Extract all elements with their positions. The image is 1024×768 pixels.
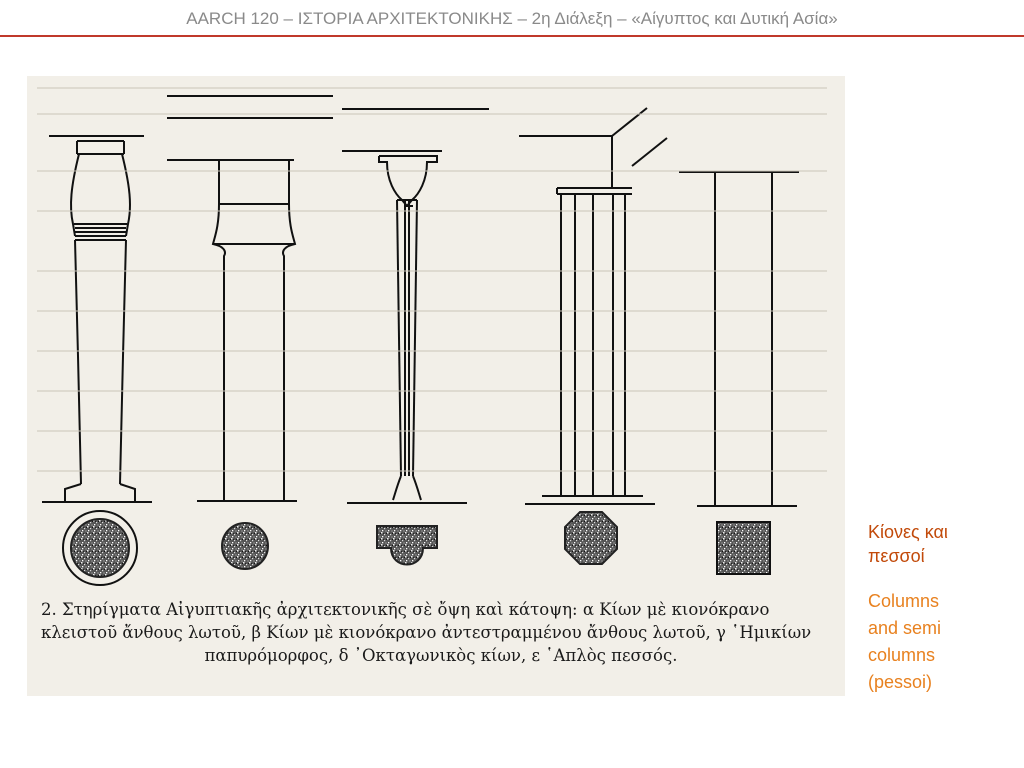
english-title-line: (pessoi) — [868, 672, 933, 692]
english-title-line: and semi — [868, 618, 942, 638]
slide-header: AARCH 120 – ΙΣΤΟΡΙΑ ΑΡΧΙΤΕΚΤΟΝΙΚΗΣ – 2η … — [0, 0, 1024, 37]
scanned-figure: 2. Στηρίγματα Αἰγυπτιακῆς ἀρχιτεκτονικῆς… — [27, 76, 845, 696]
greek-title-line: Κίονες και — [868, 522, 948, 542]
column-drawings — [37, 87, 827, 586]
english-title: Columns and semi columns (pessoi) — [868, 588, 1018, 696]
column-c-plan — [376, 525, 438, 566]
caption-line-1: 2. Στηρίγματα Αἰγυπτιακῆς ἀρχιτεκτονικῆς… — [41, 600, 770, 619]
side-note: Κίονες και πεσσοί Columns and semi colum… — [868, 520, 1018, 696]
caption-line-3: παπυρόμορφος, δ ᾿Οκταγωνικὸς κίων, ε ῾Απ… — [204, 646, 678, 665]
english-title-line: Columns — [868, 591, 940, 611]
column-d-plan — [564, 511, 618, 565]
pier-e-plan — [716, 521, 771, 575]
column-a-elevation — [42, 135, 152, 503]
figure-caption: 2. Στηρίγματα Αἰγυπτιακῆς ἀρχιτεκτονικῆς… — [41, 598, 841, 667]
header-divider — [0, 35, 1024, 37]
column-c-elevation — [342, 108, 489, 504]
pier-e-elevation — [679, 171, 799, 507]
slide-title: AARCH 120 – ΙΣΤΟΡΙΑ ΑΡΧΙΤΕΚΤΟΝΙΚΗΣ – 2η … — [186, 9, 838, 28]
column-b-elevation — [167, 95, 333, 502]
english-title-line: columns — [868, 645, 936, 665]
column-d-elevation — [519, 107, 668, 505]
caption-line-2: κλειστοῦ ἄνθους λωτοῦ, β Κίων μὲ κιονόκρ… — [41, 623, 812, 642]
greek-title: Κίονες και πεσσοί — [868, 520, 1018, 568]
greek-title-line: πεσσοί — [868, 546, 925, 566]
